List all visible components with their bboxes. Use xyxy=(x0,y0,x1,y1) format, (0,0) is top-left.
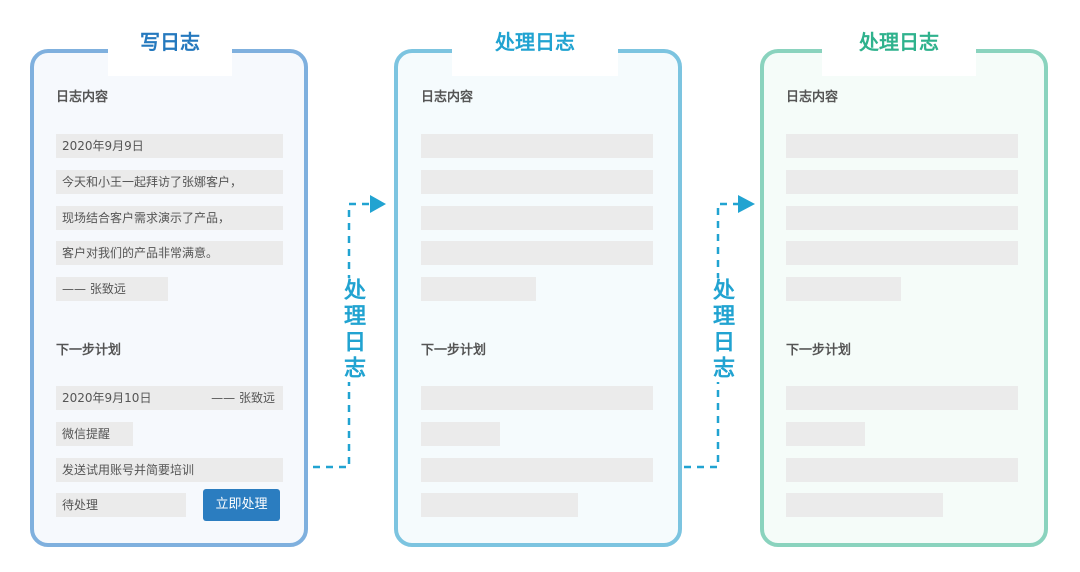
placeholder-line xyxy=(421,134,653,158)
placeholder-line xyxy=(421,493,578,517)
log-content-line: 现场结合客户需求演示了产品， xyxy=(56,206,283,230)
connector-2 xyxy=(684,202,740,469)
placeholder-line xyxy=(786,422,865,446)
placeholder-line xyxy=(421,170,653,194)
plan-item: 发送试用账号并简要培训 xyxy=(56,458,283,482)
placeholder-line xyxy=(421,206,653,230)
next-plan-label: 下一步计划 xyxy=(56,343,122,358)
connector-1-label: 处理日志 xyxy=(336,278,368,382)
arrow-head-icon xyxy=(370,195,386,213)
log-content-label: 日志内容 xyxy=(421,90,474,105)
log-content-label: 日志内容 xyxy=(56,90,109,105)
placeholder-line xyxy=(786,277,901,301)
log-author-line: —— 张致远 xyxy=(56,277,168,301)
arrow-head-icon xyxy=(738,195,755,213)
next-plan-label: 下一步计划 xyxy=(786,343,852,358)
placeholder-line xyxy=(786,134,1018,158)
connector-1 xyxy=(313,202,372,469)
placeholder-line xyxy=(421,458,653,482)
placeholder-line xyxy=(786,493,943,517)
placeholder-line xyxy=(421,277,536,301)
plan-item: 微信提醒 xyxy=(56,422,133,446)
placeholder-line xyxy=(786,241,1018,265)
plan-date-row: 2020年9月10日 —— 张致远 xyxy=(56,386,283,410)
placeholder-line xyxy=(421,422,500,446)
log-content-label: 日志内容 xyxy=(786,90,839,105)
write-log-title: 写日志 xyxy=(108,22,232,76)
next-plan-label: 下一步计划 xyxy=(421,343,487,358)
process-log-title-2: 处理日志 xyxy=(822,22,976,76)
placeholder-line xyxy=(786,386,1018,410)
log-date-line: 2020年9月9日 xyxy=(56,134,283,158)
process-now-button[interactable]: 立即处理 xyxy=(203,489,280,521)
plan-date: 2020年9月10日 xyxy=(62,391,152,405)
log-content-line: 客户对我们的产品非常满意。 xyxy=(56,241,283,265)
placeholder-line xyxy=(786,458,1018,482)
status-field: 待处理 xyxy=(56,493,186,517)
placeholder-line xyxy=(786,170,1018,194)
plan-author: —— 张致远 xyxy=(211,391,275,405)
log-content-line: 今天和小王一起拜访了张娜客户， xyxy=(56,170,283,194)
placeholder-line xyxy=(421,241,653,265)
placeholder-line xyxy=(786,206,1018,230)
connector-2-label: 处理日志 xyxy=(705,278,737,382)
process-log-title: 处理日志 xyxy=(452,22,618,76)
placeholder-line xyxy=(421,386,653,410)
